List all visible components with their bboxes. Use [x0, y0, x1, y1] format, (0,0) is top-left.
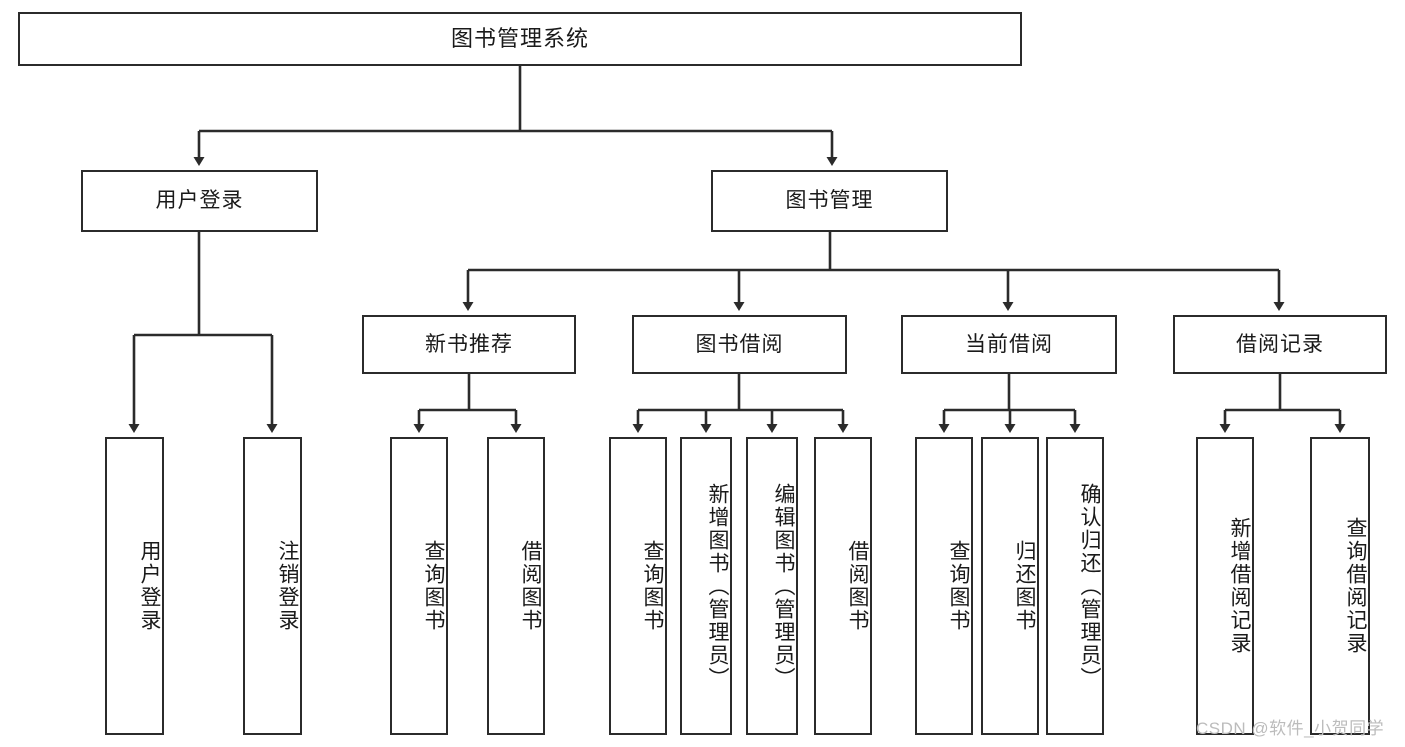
- node-leaf-user-logout[interactable]: 注销登录: [243, 437, 302, 735]
- node-leaf-user-login[interactable]: 用户登录: [105, 437, 164, 735]
- node-leaf-query-borrow-record[interactable]: 查询借阅记录: [1310, 437, 1370, 735]
- node-leaf-borrow-book[interactable]: 借阅图书: [814, 437, 872, 735]
- node-leaf-query-book-current[interactable]: 查询图书: [915, 437, 973, 735]
- node-leaf-borrow-book-recommend[interactable]: 借阅图书: [487, 437, 545, 735]
- node-level3-borrow-record[interactable]: 借阅记录: [1173, 315, 1387, 374]
- node-root[interactable]: 图书管理系统: [18, 12, 1022, 66]
- node-leaf-return-book[interactable]: 归还图书: [981, 437, 1039, 735]
- node-level2-user-login[interactable]: 用户登录: [81, 170, 318, 232]
- node-level3-new-book-recommend[interactable]: 新书推荐: [362, 315, 576, 374]
- node-leaf-confirm-return-admin[interactable]: 确认归还（管理员）: [1046, 437, 1104, 735]
- node-level3-current-borrow[interactable]: 当前借阅: [901, 315, 1117, 374]
- node-level2-book-management[interactable]: 图书管理: [711, 170, 948, 232]
- node-leaf-edit-book-admin[interactable]: 编辑图书（管理员）: [746, 437, 798, 735]
- node-leaf-add-borrow-record[interactable]: 新增借阅记录: [1196, 437, 1254, 735]
- node-leaf-query-book-borrow[interactable]: 查询图书: [609, 437, 667, 735]
- node-leaf-add-book-admin[interactable]: 新增图书（管理员）: [680, 437, 732, 735]
- node-leaf-query-book-recommend[interactable]: 查询图书: [390, 437, 448, 735]
- node-level3-book-borrow[interactable]: 图书借阅: [632, 315, 847, 374]
